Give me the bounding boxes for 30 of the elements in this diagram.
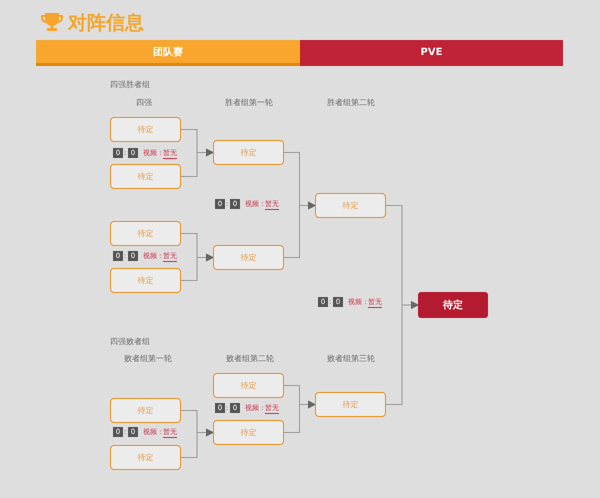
bracket-connector <box>180 254 214 281</box>
column-heading: 胜者组第一轮 <box>225 98 273 108</box>
column-heading: 败者组第二轮 <box>226 354 274 364</box>
column-heading: 胜者组第二轮 <box>327 98 375 108</box>
tab: PVE <box>300 40 563 66</box>
final-slot: 待定 <box>418 292 488 318</box>
column-heading: 四强 <box>136 98 152 108</box>
column-heading: 四强胜者组 <box>110 80 150 90</box>
column-heading: 败者组第三轮 <box>327 354 375 364</box>
bracket-connector <box>284 400 316 433</box>
match-slot: 待定 <box>110 445 181 470</box>
column-heading: 败者组第一轮 <box>124 354 172 364</box>
match-slot: 待定 <box>110 221 181 246</box>
bracket-connector <box>284 202 316 258</box>
match-slot: 待定 <box>110 117 181 142</box>
column-heading: 四强败者组 <box>110 337 150 347</box>
bracket-connector <box>180 148 214 177</box>
match-slot: 待定 <box>110 398 181 423</box>
match-slot: 待定 <box>213 420 284 445</box>
match-slot: 待定 <box>110 268 181 293</box>
tab: 团队赛 <box>36 40 300 66</box>
match-slot: 待定 <box>315 392 386 417</box>
match-slot: 待定 <box>213 140 284 165</box>
bracket-connector <box>180 428 214 458</box>
match-slot: 待定 <box>213 245 284 270</box>
page-title: 对阵信息 <box>68 11 144 36</box>
match-slot: 待定 <box>213 373 284 398</box>
bracket-connector <box>386 301 419 405</box>
match-slot: 待定 <box>315 193 386 218</box>
match-slot: 待定 <box>110 164 181 189</box>
